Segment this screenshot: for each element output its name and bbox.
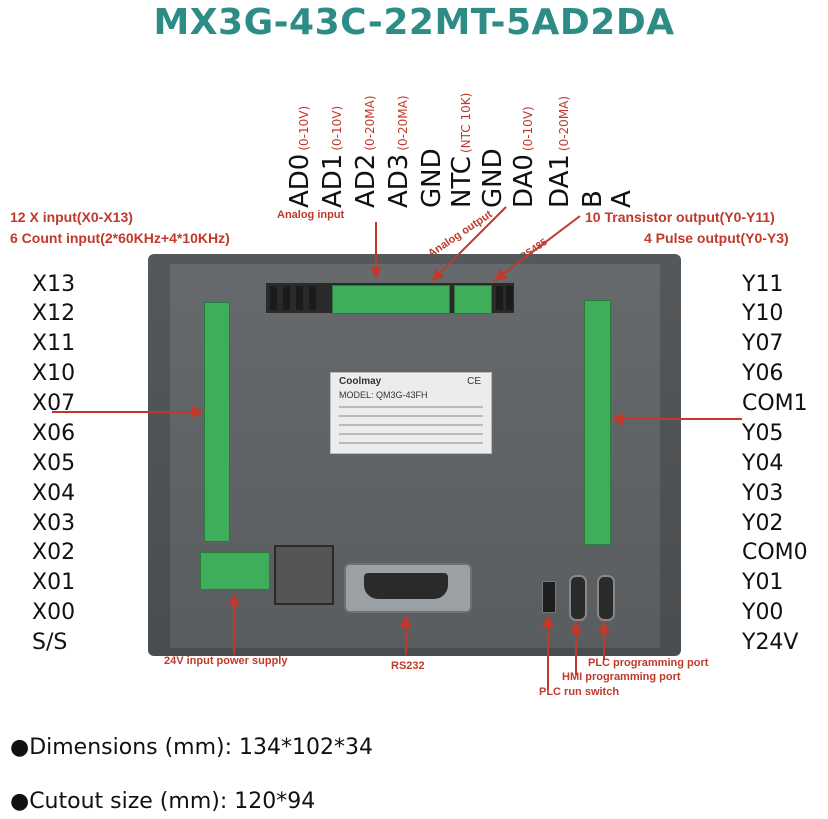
y-output-terminal-block: [584, 300, 611, 545]
pin-label: Y01: [742, 570, 784, 595]
pin-label: Y10: [742, 301, 784, 326]
pin-label: X11: [32, 331, 76, 356]
pin-label: Y00: [742, 600, 784, 625]
pin-label: X07: [32, 391, 76, 416]
run-switch-callout: PLC run switch: [539, 686, 620, 698]
rs485-terminal-block: [454, 285, 492, 314]
pin-label: X13: [32, 272, 76, 297]
pin-label: X04: [32, 481, 76, 506]
power-callout: 24V input power supply: [164, 655, 288, 667]
analog-input-callout: Analog input: [277, 209, 345, 221]
pin-label: X03: [32, 511, 76, 536]
pin-label: X01: [32, 570, 76, 595]
pin-label: X12: [32, 301, 76, 326]
pin-label: Y03: [742, 481, 784, 506]
cutout-spec: ●Cutout size (mm): 120*94: [10, 789, 316, 814]
count-input-callout: 6 Count input(2*60KHz+4*10KHz): [10, 230, 230, 246]
pin-label: COM1: [742, 391, 808, 416]
page-title: MX3G-43C-22MT-5AD2DA: [153, 2, 675, 43]
pin-label: X00: [32, 600, 76, 625]
hmi-port-callout: HMI programming port: [562, 671, 681, 683]
run-switch[interactable]: [542, 581, 556, 613]
device-nameplate: Coolmay CE MODEL: QM3G-43FH: [330, 372, 492, 454]
analog-output-arrow: [431, 206, 507, 282]
pin-label: Y06: [742, 361, 784, 386]
pin-label: Y04: [742, 451, 784, 476]
pin-label: X06: [32, 421, 76, 446]
power-terminal-block: [200, 552, 270, 590]
pin-label: Y11: [742, 272, 784, 297]
x-input-callout: 12 X input(X0-X13): [10, 209, 133, 225]
model-text: MODEL: QM3G-43FH: [339, 390, 428, 400]
analog-terminal-block: [332, 285, 450, 314]
pulse-output-callout: 4 Pulse output(Y0-Y3): [644, 230, 789, 246]
transistor-output-callout: 10 Transistor output(Y0-Y11): [585, 209, 775, 225]
pin-label: X05: [32, 451, 76, 476]
pin-label: Y07: [742, 331, 784, 356]
dimensions-spec: ●Dimensions (mm): 134*102*34: [10, 735, 373, 760]
pin-label: X10: [32, 361, 76, 386]
blank-cover: [274, 545, 334, 605]
pin-label: Y24V: [742, 630, 799, 655]
pin-label: X02: [32, 540, 76, 565]
brand-logo: Coolmay: [339, 376, 382, 387]
hmi-usb-port[interactable]: [569, 575, 587, 621]
pin-label: COM0: [742, 540, 808, 565]
ce-mark: CE: [467, 376, 481, 387]
plc-usb-port[interactable]: [597, 575, 615, 621]
rs232-callout: RS232: [391, 660, 425, 672]
plc-port-callout: PLC programming port: [588, 657, 709, 669]
x-input-terminal-block: [204, 302, 230, 542]
rs485-arrow: [493, 215, 581, 282]
pin-label: S/S: [32, 630, 68, 655]
pin-label: Y05: [742, 421, 784, 446]
rs232-connector: [344, 563, 472, 613]
pin-label: Y02: [742, 511, 784, 536]
